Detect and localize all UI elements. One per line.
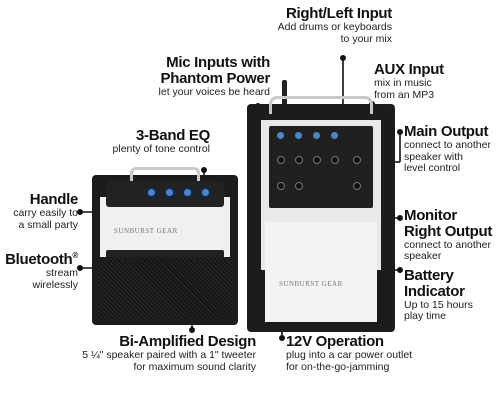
bluetooth-panel bbox=[106, 250, 224, 260]
callout-bi-amplified: Bi-Amplified Design 5 ¼" speaker paired … bbox=[82, 333, 256, 373]
line-input-jack bbox=[277, 182, 285, 190]
callout-right-left-input: Right/Left Input Add drums or keyboards … bbox=[277, 5, 393, 45]
eq-knob-mid bbox=[164, 187, 175, 198]
line-input-jack bbox=[295, 182, 303, 190]
channel-knob bbox=[277, 132, 284, 139]
carry-handle bbox=[130, 167, 200, 181]
callout-bluetooth: Bluetooth® stream wirelessly bbox=[5, 251, 78, 291]
rear-lower-panel bbox=[265, 222, 377, 322]
callout-battery: Battery Indicator Up to 15 hours play ti… bbox=[404, 267, 473, 323]
eq-knob-high bbox=[182, 187, 193, 198]
brand-logo-front: SUNBURST GEAR bbox=[114, 227, 178, 235]
callout-mic-inputs: Mic Inputs with Phantom Power let your v… bbox=[158, 54, 271, 98]
mic-input-jack bbox=[277, 156, 285, 164]
mic-input-jack bbox=[313, 156, 321, 164]
rear-handle bbox=[269, 96, 373, 114]
main-output-jack bbox=[353, 182, 361, 190]
eq-knob-low bbox=[146, 187, 157, 198]
eq-control-panel bbox=[106, 181, 224, 207]
aux-input-jack bbox=[353, 156, 361, 164]
callout-handle: Handle carry easily to a small party bbox=[13, 191, 78, 231]
mic-input-jack bbox=[331, 156, 339, 164]
callout-aux-input: AUX Input mix in music from an MP3 bbox=[374, 61, 444, 101]
front-speaker-image: SUNBURST GEAR bbox=[92, 167, 238, 325]
channel-knob bbox=[313, 132, 320, 139]
mic-input-jack bbox=[295, 156, 303, 164]
channel-knob bbox=[295, 132, 302, 139]
mixer-panel bbox=[269, 126, 373, 208]
callout-3-band-eq: 3-Band EQ plenty of tone control bbox=[112, 127, 211, 155]
bluetooth-antenna bbox=[282, 80, 287, 106]
volume-knob bbox=[200, 187, 211, 198]
rear-speaker-image: SUNBURST GEAR bbox=[247, 96, 395, 332]
callout-main-output: Main Output connect to another speaker w… bbox=[404, 123, 491, 175]
callout-12v-operation: 12V Operation plug into a car power outl… bbox=[286, 333, 413, 373]
channel-knob bbox=[331, 132, 338, 139]
speaker-grille bbox=[98, 257, 232, 319]
callout-monitor-output: Monitor Right Output connect to another … bbox=[404, 207, 493, 263]
brand-logo-rear: SUNBURST GEAR bbox=[279, 280, 343, 288]
